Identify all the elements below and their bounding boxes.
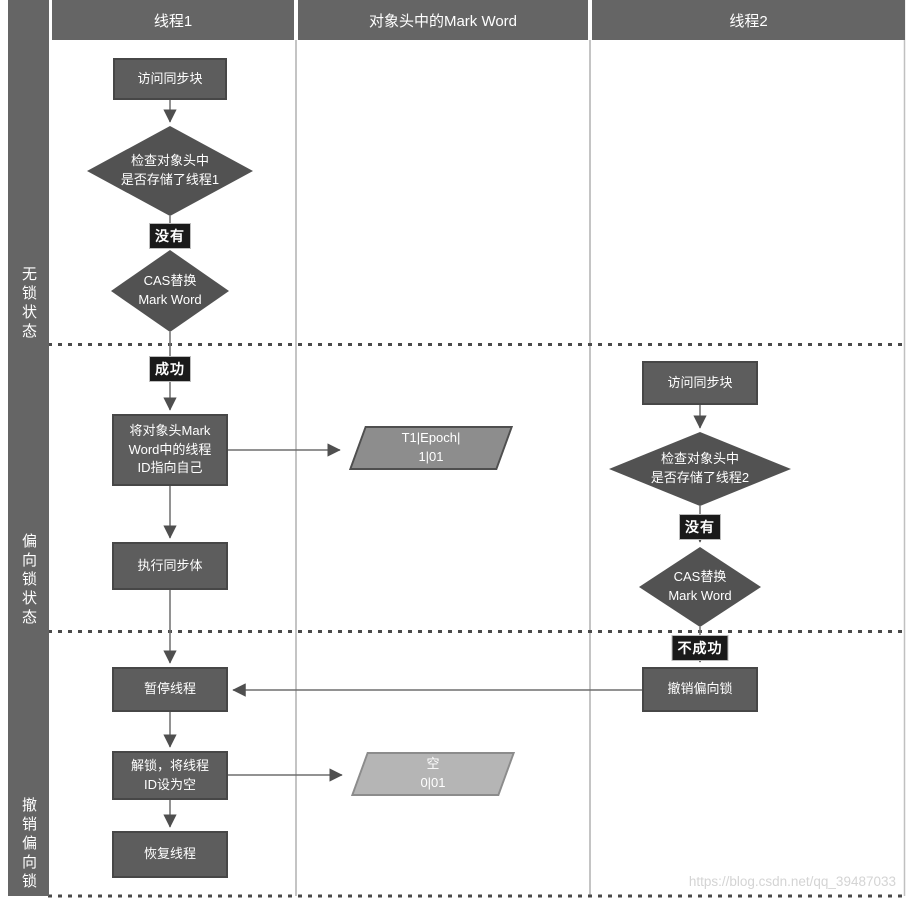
- state-label-biased: 偏向锁状态: [20, 533, 37, 628]
- node-t2-revoke-biased-lock: 撤销偏向锁: [642, 667, 758, 712]
- badge-t2-no: 没有: [680, 515, 720, 539]
- node-label: 解锁，将线程 ID设为空: [130, 757, 209, 792]
- state-label-revoke: 撤销偏向锁: [20, 797, 37, 892]
- node-label: 将对象头Mark Word中的线程 ID指向自己: [128, 422, 212, 476]
- state-lane-nolock: 无锁状态: [8, 40, 49, 346]
- node-label: 撤销偏向锁: [667, 681, 733, 697]
- node-label: 访问同步块: [667, 374, 733, 390]
- node-t1-execute-sync-body: 执行同步体: [112, 542, 228, 590]
- node-t1-pause-thread: 暂停线程: [112, 667, 228, 712]
- header-thread1: 线程1: [52, 0, 294, 40]
- node-markword-empty: 空 0|01: [346, 752, 520, 796]
- node-t1-set-thread-id: 将对象头Mark Word中的线程 ID指向自己: [112, 414, 228, 486]
- node-label: 检查对象头中 是否存储了线程2: [650, 451, 750, 485]
- node-label: 访问同步块: [137, 70, 203, 86]
- state-lane-biased: 偏向锁状态: [8, 346, 49, 632]
- node-label: 空 0|01: [420, 756, 446, 790]
- node-label: 恢复线程: [143, 846, 196, 862]
- badge-t2-fail: 不成功: [672, 636, 728, 660]
- header-thread2: 线程2: [592, 0, 905, 40]
- node-t2-access-sync-block: 访问同步块: [642, 361, 758, 405]
- header-markword: 对象头中的Mark Word: [298, 0, 588, 40]
- node-t1-access-sync-block: 访问同步块: [113, 58, 227, 100]
- node-markword-biased: T1|Epoch| 1|01: [344, 426, 518, 470]
- badge-t1-success: 成功: [150, 357, 190, 381]
- node-label: 暂停线程: [143, 681, 196, 697]
- watermark-url: https://blog.csdn.net/qq_39487033: [688, 874, 896, 889]
- node-label: 检查对象头中 是否存储了线程1: [120, 153, 220, 187]
- state-lane-bar: [8, 0, 49, 896]
- node-label: CAS替换 Mark Word: [668, 569, 732, 603]
- badge-t1-no: 没有: [150, 224, 190, 248]
- node-label: CAS替换 Mark Word: [138, 273, 202, 307]
- state-label-nolock: 无锁状态: [20, 266, 37, 342]
- node-t1-resume-thread: 恢复线程: [112, 831, 228, 878]
- state-lane-revoke: 撤销偏向锁: [8, 632, 49, 896]
- node-t1-unlock-clear-id: 解锁，将线程 ID设为空: [112, 751, 228, 800]
- node-label: 执行同步体: [137, 557, 203, 573]
- node-label: T1|Epoch| 1|01: [401, 430, 461, 464]
